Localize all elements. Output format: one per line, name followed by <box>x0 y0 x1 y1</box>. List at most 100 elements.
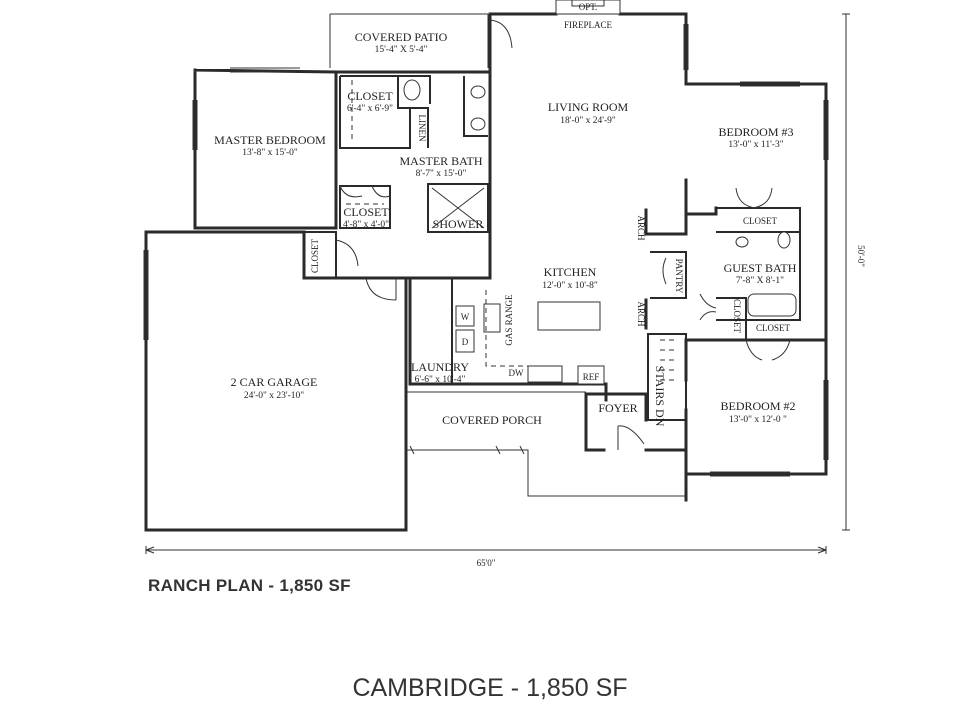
range <box>483 303 501 333</box>
master-bedroom-dims: 13'-8" x 15'-0" <box>242 148 298 158</box>
bedroom3-label: BEDROOM #3 <box>718 125 793 139</box>
bedroom2-dims: 13'-0" x 12'-0 " <box>729 415 787 425</box>
patio-outline <box>329 13 489 68</box>
fireplace-label: FIREPLACE <box>564 20 613 30</box>
covered-patio-dims: 15'-4" X 5'-4" <box>375 45 428 55</box>
dw-label: DW <box>509 368 524 378</box>
pantry-label: PANTRY <box>674 259 684 294</box>
master-bedroom-walls <box>193 68 338 230</box>
width-arrows <box>145 546 827 554</box>
arch-wall-upper <box>644 208 688 236</box>
door-arc <box>662 257 667 285</box>
door-arc <box>735 187 773 209</box>
guest-closet-label: CLOSET <box>732 299 742 334</box>
covered-patio-label: COVERED PATIO <box>355 30 448 44</box>
master-bedroom-label: MASTER BEDROOM <box>214 133 326 147</box>
width-dimension-line <box>145 546 827 554</box>
foyer-label: FOYER <box>598 401 637 415</box>
doors <box>335 185 791 450</box>
porch-posts <box>409 445 525 455</box>
window <box>192 100 198 150</box>
laundry-label: LAUNDRY <box>411 360 469 374</box>
hall-wall <box>398 234 492 280</box>
opt-box <box>571 0 605 7</box>
door-arc <box>745 339 791 361</box>
dashed-lines <box>346 80 676 381</box>
plan-name: CAMBRIDGE - 1,850 SF <box>352 674 628 702</box>
master-bath-dims: 8'-7" x 15'-0" <box>416 169 467 179</box>
laundry-dims: 6'-6" x 10'-4" <box>415 375 466 385</box>
patio-door <box>489 19 513 49</box>
bedroom3-dims: 13'-0" x 11'-3" <box>728 140 783 150</box>
fixtures <box>403 0 797 385</box>
depth-dimension-label: 50'-0" <box>856 245 866 267</box>
bedroom3-walls <box>684 82 828 342</box>
stairs-outline <box>647 333 687 421</box>
bedroom2-closet-label: CLOSET <box>756 323 791 333</box>
walls <box>144 12 828 532</box>
small-closet-dims: 4'-8" x 4'-0" <box>343 220 389 230</box>
depth-dimension-line <box>842 13 850 531</box>
living-room-label: LIVING ROOM <box>548 100 629 114</box>
shower-walls <box>427 183 489 233</box>
window <box>230 67 300 73</box>
foyer-walls <box>584 392 648 452</box>
sink <box>470 117 486 131</box>
tub <box>747 293 797 317</box>
washer-label: W <box>461 312 470 322</box>
vanity-wall <box>463 76 488 137</box>
arch-lower-label: ARCH <box>636 301 646 327</box>
sink <box>470 85 486 99</box>
master-closet-label: CLOSET <box>347 89 393 103</box>
toilet-walls <box>398 75 431 104</box>
door-arc <box>335 239 359 267</box>
kitchen-island <box>537 301 601 331</box>
stairs-label: STAIRS DN <box>653 366 667 427</box>
window <box>143 250 149 340</box>
sink <box>735 236 749 248</box>
garage-label: 2 CAR GARAGE <box>231 375 318 389</box>
master-closet-dims: 6'-4" x 6'-9" <box>347 104 393 114</box>
window <box>683 24 689 70</box>
ref-box <box>577 365 605 385</box>
shower-drain <box>431 187 485 229</box>
kitchen-label: KITCHEN <box>544 265 597 279</box>
linen-label: LINEN <box>417 115 427 142</box>
garage-dims: 24'-0" x 23'-10" <box>244 391 304 401</box>
linen-walls <box>410 107 429 148</box>
garage-closet-walls <box>304 231 337 278</box>
room-labels: COVERED PATIO 15'-4" X 5'-4" OPT. FIREPL… <box>214 2 866 568</box>
gas-range-label: GAS RANGE <box>504 294 514 346</box>
covered-porch-label: COVERED PORCH <box>442 413 542 427</box>
toilet <box>777 231 791 249</box>
arch-upper-label: ARCH <box>636 215 646 241</box>
window <box>740 81 800 87</box>
guest-bath-label: GUEST BATH <box>724 261 797 275</box>
window <box>710 471 790 477</box>
shower-label: SHOWER <box>433 217 484 231</box>
laundry-walls <box>408 276 492 386</box>
sink-counter <box>527 365 563 383</box>
guest-closet-walls <box>716 297 800 340</box>
width-dimension-label: 65'0" <box>477 558 496 568</box>
counter-line <box>485 290 528 367</box>
door-arc <box>617 425 645 450</box>
living-room-dims: 18'-0" x 24'-9" <box>560 116 616 126</box>
door-arc <box>339 185 391 198</box>
ref-label: REF <box>583 372 600 382</box>
pantry-walls <box>650 251 687 299</box>
bed3-closet <box>716 207 801 232</box>
master-bath-label: MASTER BATH <box>399 154 482 168</box>
small-closet-walls <box>339 185 391 229</box>
door-arc <box>699 293 717 321</box>
garage-closet-label: CLOSET <box>310 239 320 274</box>
opt-label: OPT. <box>579 2 598 12</box>
bedroom2-label: BEDROOM #2 <box>720 399 795 413</box>
window <box>823 380 829 460</box>
dryer-box <box>455 329 475 353</box>
guest-bath-dims: 7'-8" X 8'-1" <box>736 276 784 286</box>
windows <box>143 24 829 477</box>
dryer-label: D <box>462 337 469 347</box>
door-arc <box>365 277 397 301</box>
